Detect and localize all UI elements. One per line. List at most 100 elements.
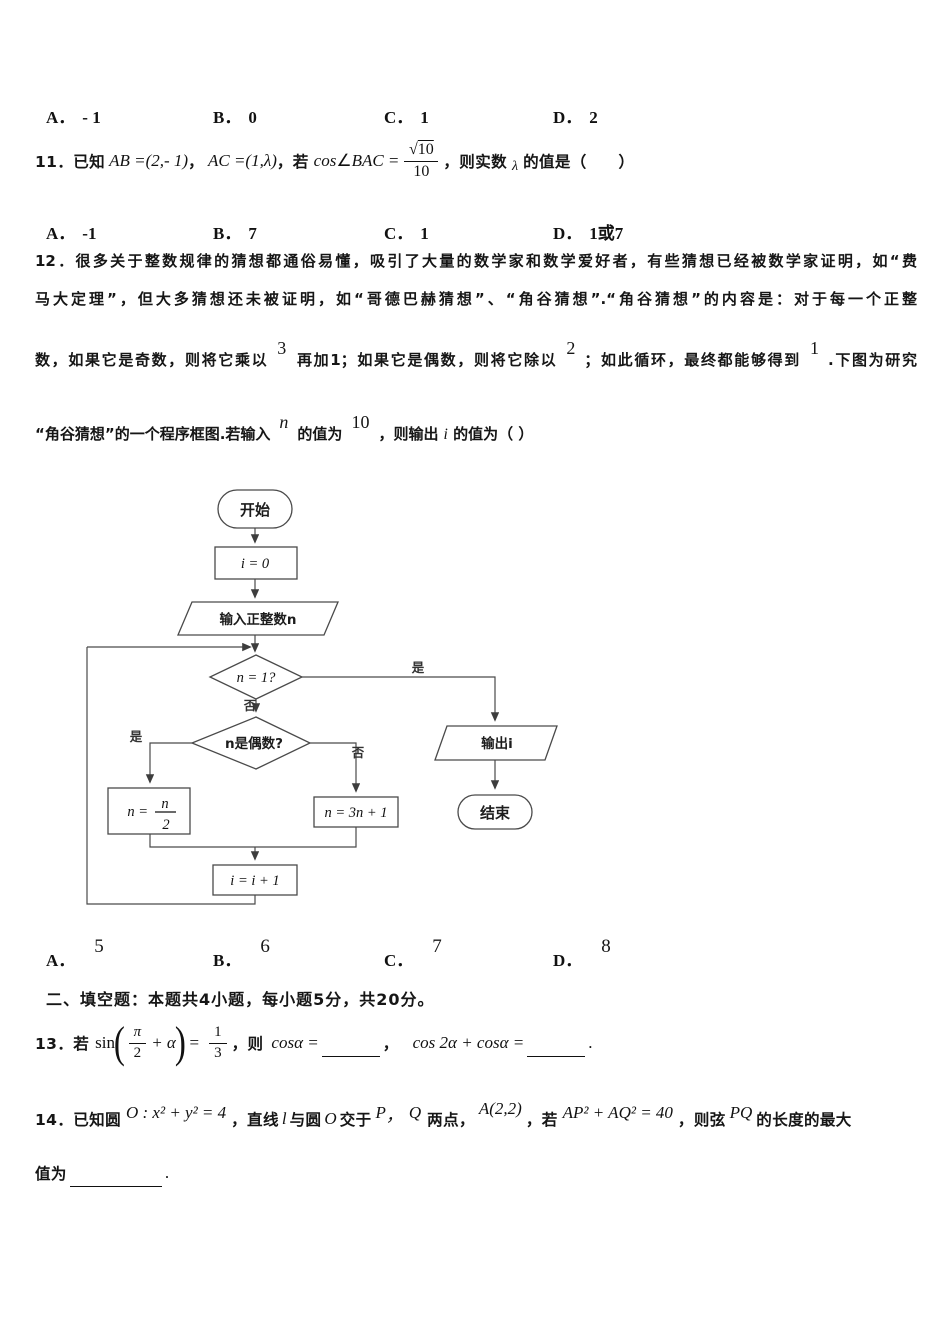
q12-text: 数，如果它是奇数，则将它乘以 [35, 351, 269, 369]
q14-text: 的长度的最大 [756, 1111, 852, 1129]
option-label: A． [46, 224, 76, 243]
cos-alpha-expression: cosα = [271, 1033, 319, 1052]
q12-line-2: 马大定理”，但大多猜想还未被证明，如“哥德巴赫猜想”、“角谷猜想”.“角谷猜想”… [35, 290, 917, 308]
option-label: D． [553, 224, 583, 243]
fraction-denominator: 2 [128, 1042, 147, 1062]
option-d: D． 8 [553, 936, 611, 971]
flowchart-decision-n-equals-1 [208, 654, 304, 700]
yes-label-2: 是 [129, 729, 143, 744]
option-c: C． 7 [384, 936, 442, 971]
sin-function: sin [95, 1033, 116, 1052]
flowchart-input-parallelogram [177, 601, 339, 636]
option-value: 5 [94, 936, 104, 957]
answer-blank [69, 1170, 162, 1187]
q12-text: .下图为研究 [827, 351, 917, 369]
flowchart-triple-box [313, 796, 399, 828]
flow-merge [149, 827, 357, 848]
cond1-label: n = 1? [237, 670, 277, 686]
flowchart-half-box [107, 787, 191, 835]
q14-text: 与圆 [289, 1111, 322, 1129]
period: . [588, 1033, 593, 1052]
flowchart-output-parallelogram [434, 725, 558, 761]
question-13: 13．若 sin ( π 2 + α ) = 1 3 ，则 cosα = ， c… [35, 1012, 593, 1074]
option-label: C． [384, 108, 414, 127]
option-label: A． [46, 951, 76, 970]
flowchart-decision-n-even [190, 716, 312, 770]
q12-text: ，则输出 [378, 425, 439, 443]
text-value-is: 的值是（ ） [523, 153, 635, 171]
comma: ， [382, 1035, 399, 1053]
circle-equation: O : x² + y² = 4 [125, 1103, 227, 1122]
vector-ab: AB =(2,- 1) [109, 151, 189, 170]
option-c: C． 1 [384, 103, 429, 128]
half-lhs: n = [127, 804, 148, 820]
option-value: 6 [260, 936, 270, 957]
ap-aq-equation: AP² + AQ² = 40 [562, 1103, 673, 1122]
half-numerator: n [161, 796, 168, 812]
question-number: 11．已知 [35, 153, 106, 171]
fraction-numerator: 10 [417, 141, 434, 159]
radical-sign: √ [409, 141, 418, 159]
flow-yes-branch [302, 676, 500, 722]
input-label: 输入正整数n [219, 611, 296, 628]
cond2-label: n是偶数? [225, 735, 283, 752]
question-number: 14．已知圆 [35, 1111, 121, 1129]
flowchart-init-box [214, 546, 298, 580]
q14-text: ，直线 [231, 1111, 279, 1129]
option-value: 1 [420, 224, 429, 243]
raised-number-10: 10 [351, 412, 370, 432]
point-a: A(2,2) [478, 1099, 522, 1118]
option-value: 7 [248, 224, 257, 243]
variable-i: i [443, 426, 449, 443]
option-a: A． - 1 [46, 103, 101, 128]
half-denominator: 2 [162, 817, 169, 833]
option-label: B． [213, 108, 242, 127]
fraction-denominator: 10 [404, 160, 439, 181]
collatz-flowchart: 开始 i = 0 输入正整数n n = 1? n是偶数? n = n 2 n =… [86, 489, 558, 905]
plus-alpha: + α [151, 1033, 176, 1052]
option-label: C． [384, 951, 414, 970]
option-label: D． [553, 108, 583, 127]
big-right-paren: ) [174, 1018, 186, 1068]
q12-text: 再加1；如果它是偶数，则将它除以 [295, 351, 558, 369]
circle-o: O [324, 1109, 337, 1128]
q12-line-3: 数，如果它是奇数，则将它乘以3再加1；如果它是偶数，则将它除以2；如此循环，最终… [35, 339, 917, 369]
option-value: 0 [248, 108, 257, 127]
option-d: D． 2 [553, 103, 598, 128]
raised-variable-n: n [279, 412, 289, 432]
point-q: Q [408, 1103, 422, 1122]
q12-text: 的值为 [297, 425, 343, 443]
option-label: C． [384, 224, 414, 243]
period: . [164, 1163, 170, 1182]
comma: ， [188, 153, 204, 171]
option-b: B． 7 [213, 219, 257, 244]
option-value: -1 [82, 224, 97, 243]
option-b: B． 6 [213, 936, 270, 971]
option-value: - 1 [82, 108, 101, 127]
option-value: 8 [601, 936, 611, 957]
answer-blank [527, 1040, 586, 1057]
cos-2alpha-expression: cos 2α + cosα = [412, 1033, 525, 1052]
flowchart-increment-box [212, 864, 298, 896]
question-number: 13．若 [35, 1035, 90, 1053]
flowchart-end-terminal [457, 794, 533, 830]
option-label: A． [46, 108, 76, 127]
q14-text: 交于 [339, 1111, 372, 1129]
answer-blank [321, 1040, 380, 1057]
raised-number-3: 3 [277, 338, 287, 358]
q14-text: ，若 [525, 1111, 558, 1129]
option-value: 2 [589, 108, 598, 127]
point-p: P [375, 1103, 386, 1122]
raised-number-1: 1 [809, 338, 819, 358]
flow-even-no-branch [310, 742, 361, 793]
cos-expression: cos∠BAC = [313, 151, 400, 170]
comma: ， [385, 1105, 403, 1125]
option-value: 1 [420, 108, 429, 127]
q12-text: ；如此循环，最终都能够得到 [584, 351, 801, 369]
q11-options-row: A． -1 B． 7 C． 1 D． 1或7 [0, 219, 950, 249]
flow-even-yes-branch [145, 742, 192, 784]
option-value: 7 [432, 936, 442, 957]
yes-label-1: 是 [411, 660, 425, 675]
triple-label: n = 3n + 1 [324, 805, 387, 821]
